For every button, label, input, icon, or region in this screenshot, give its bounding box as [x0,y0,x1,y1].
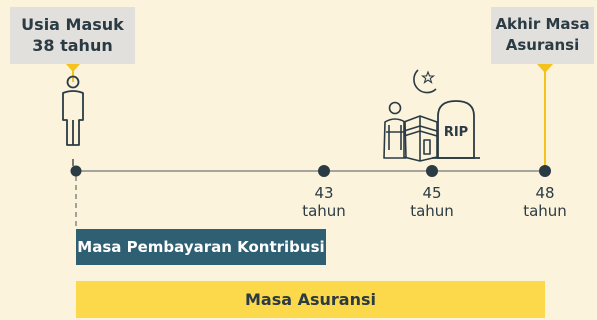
milestone-dot-48 [539,165,551,177]
tombstone-rip-text: RIP [444,125,468,140]
end-of-insurance-tag: Akhir Masa Asuransi [491,7,594,64]
praying-figure-icon [383,101,407,159]
contribution-payment-period-label: Masa Pembayaran Kontribusi [77,238,325,256]
entry-age-value: 38 tahun [32,36,113,55]
entry-age-tag: Usia Masuk 38 tahun [10,7,135,64]
crescent-star-icon [413,69,437,94]
milestone-dot-start [70,165,82,177]
end-of-insurance-line2: Asuransi [505,36,580,54]
milestone-age: 48 [535,184,555,202]
insurance-period-bar: Masa Asuransi [76,281,545,318]
end-of-insurance-line1: Akhir Masa [495,15,590,33]
milestone-dot-45 [426,165,438,177]
milestone-age: 45 [422,184,442,202]
milestone-unit: tahun [410,202,454,220]
kaaba-icon [403,115,438,162]
start-pointer [66,64,80,72]
milestone-age: 43 [314,184,334,202]
person-icon [62,75,84,166]
tombstone-icon: RIP [432,100,480,159]
milestone-label-43: 43 tahun [294,184,354,220]
milestone-unit: tahun [302,202,346,220]
milestone-dot-43 [318,165,330,177]
milestone-unit: tahun [523,202,567,220]
entry-age-label: Usia Masuk [21,15,124,34]
milestone-label-45: 45 tahun [402,184,462,220]
insurance-period-label: Masa Asuransi [245,290,376,309]
milestone-label-48: 48 tahun [515,184,575,220]
contribution-payment-period-bar: Masa Pembayaran Kontribusi [76,229,326,265]
end-pointer [537,64,553,73]
